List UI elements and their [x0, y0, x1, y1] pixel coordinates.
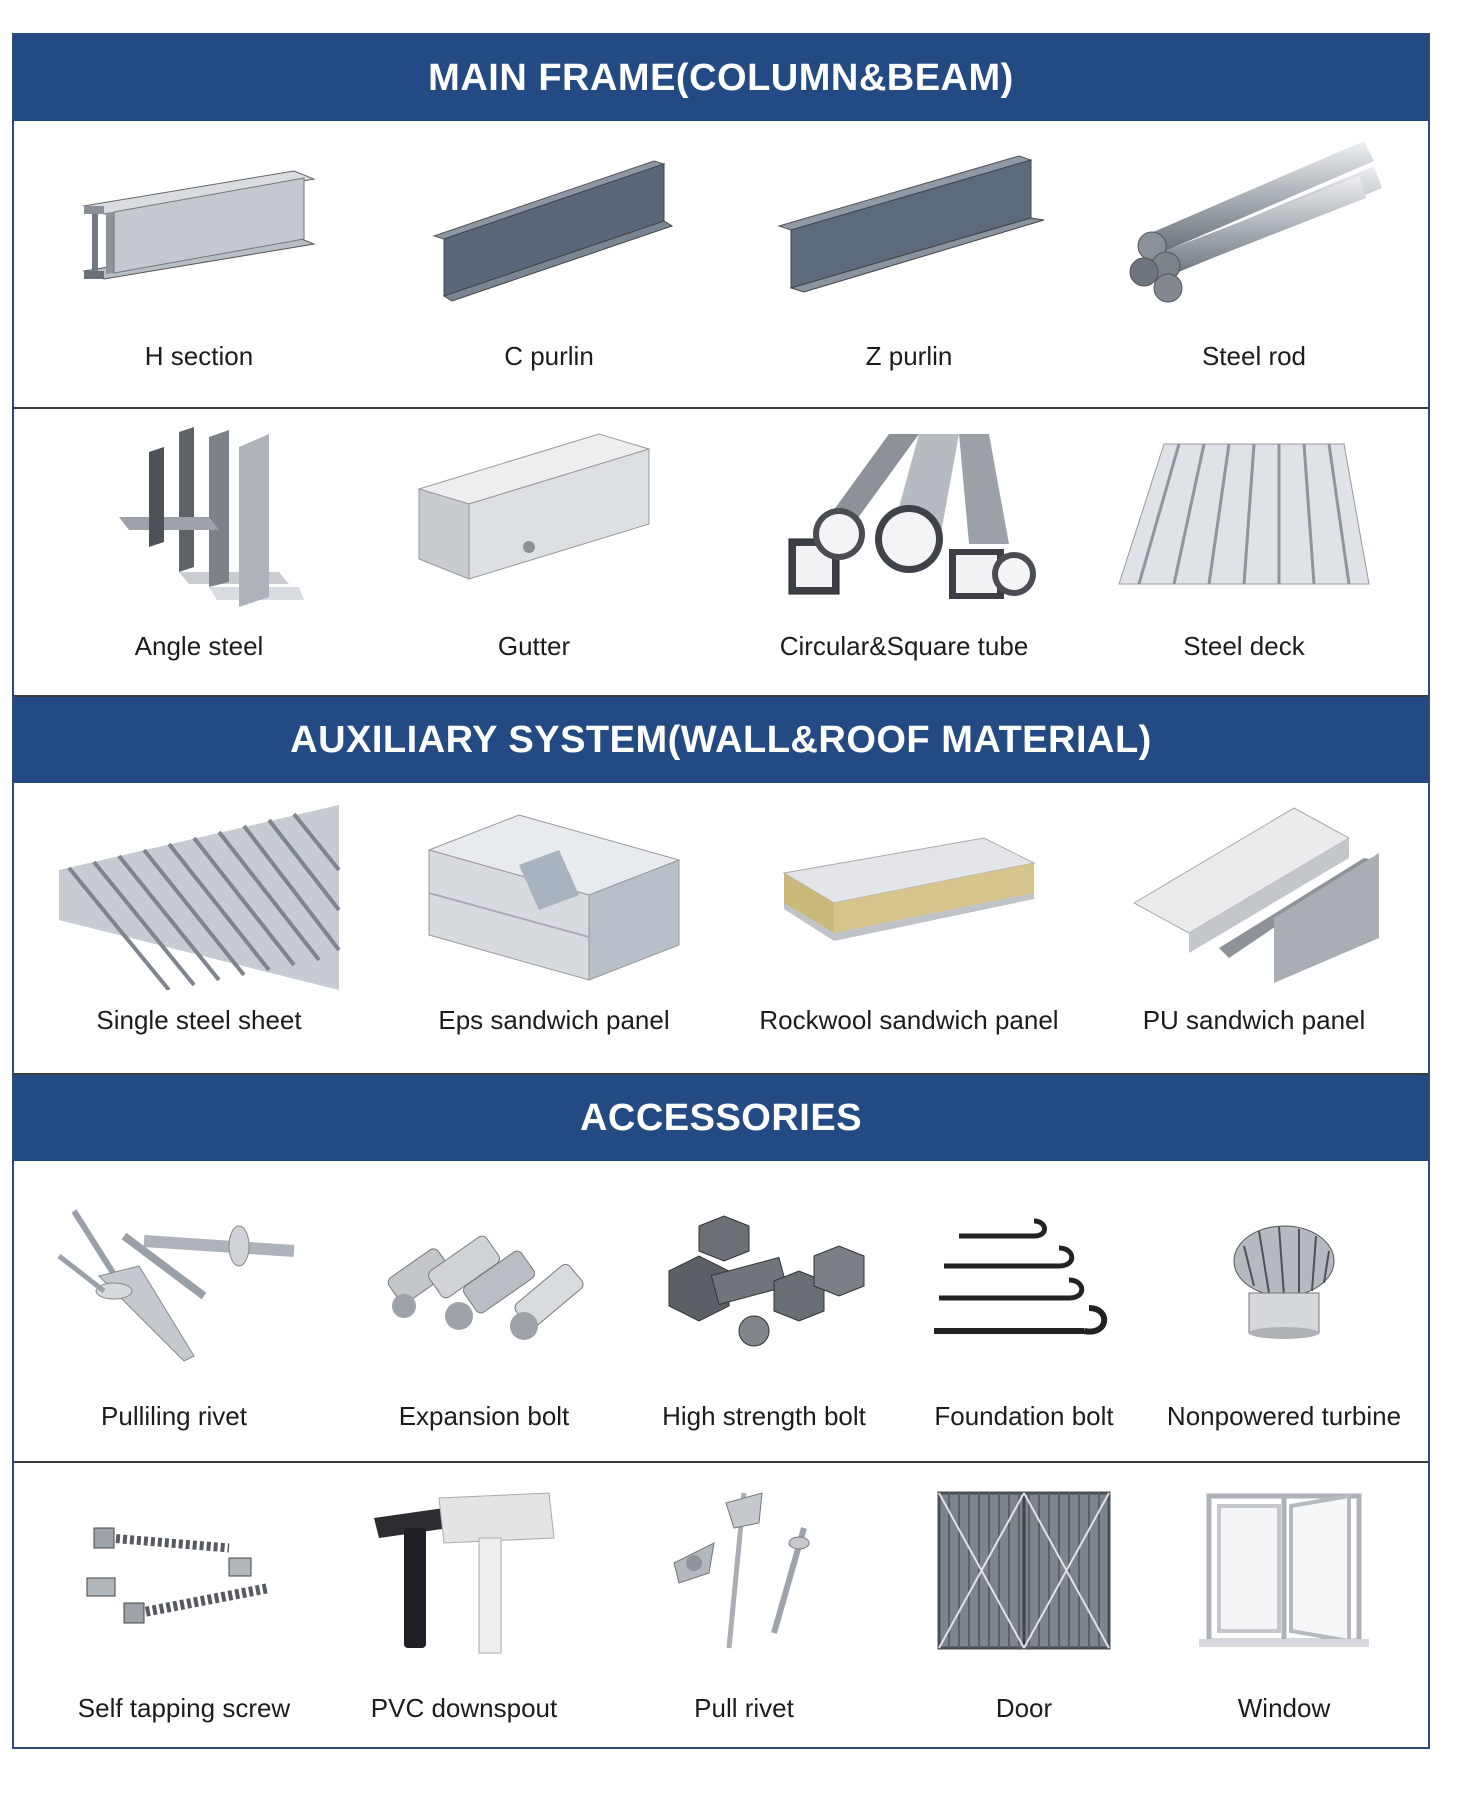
section-header-main-frame: MAIN FRAME(COLUMN&BEAM)	[14, 35, 1428, 121]
product-item: Self tapping screw	[34, 1463, 334, 1747]
product-item: Eps sandwich panel	[394, 783, 714, 1073]
product-item: Window	[1154, 1463, 1414, 1747]
product-item: Z purlin	[744, 121, 1074, 407]
accessories-row-1: Pulliling rivet Expansion bolt	[14, 1161, 1428, 1463]
steel-rod-icon	[1129, 141, 1382, 303]
product-label: Door	[995, 1693, 1053, 1723]
product-label: High strength bolt	[662, 1401, 866, 1431]
product-item: Door	[894, 1463, 1154, 1747]
product-label: Rockwool sandwich panel	[759, 1005, 1059, 1035]
window-icon	[1199, 1493, 1369, 1647]
h-section-icon	[82, 170, 316, 280]
section-header-accessories: ACCESSORIES	[14, 1075, 1428, 1161]
product-item: Gutter	[384, 409, 684, 695]
auxiliary-row: Single steel sheet Eps sandwich panel	[14, 783, 1428, 1075]
section-header-auxiliary: AUXILIARY SYSTEM(WALL&ROOF MATERIAL)	[14, 697, 1428, 783]
gutter-icon	[417, 433, 651, 580]
product-item: Pull rivet	[614, 1463, 874, 1747]
expansion-bolt-icon	[387, 1235, 584, 1340]
turbine-icon	[1233, 1225, 1335, 1339]
product-item: Foundation bolt	[894, 1161, 1154, 1461]
product-label: Self tapping screw	[77, 1693, 291, 1723]
product-label: Steel deck	[1183, 631, 1305, 661]
main-frame-row-1: H section C purlin Z purlin	[14, 121, 1428, 409]
tube-icon	[788, 434, 1036, 599]
door-icon	[937, 1491, 1111, 1650]
pull-rivet-icon	[673, 1492, 810, 1649]
rivet-icon	[57, 1209, 295, 1362]
product-label: Angle steel	[134, 631, 264, 661]
rockwool-panel-icon	[782, 837, 1036, 941]
downspout-icon	[374, 1492, 555, 1654]
product-catalog-sheet: MAIN FRAME(COLUMN&BEAM) H section	[12, 33, 1430, 1749]
product-label: Z purlin	[865, 341, 953, 371]
angle-steel-icon	[119, 427, 304, 607]
product-item: Pulliling rivet	[34, 1161, 314, 1461]
product-label: Expansion bolt	[398, 1401, 570, 1431]
product-label: Steel rod	[1201, 341, 1307, 371]
steel-sheet-icon	[59, 805, 341, 990]
main-frame-row-2: Angle steel Gutter	[14, 409, 1428, 697]
product-label: Circular&Square tube	[779, 631, 1029, 661]
product-label: H section	[144, 341, 254, 371]
z-purlin-icon	[777, 155, 1045, 293]
product-label: Nonpowered turbine	[1166, 1401, 1402, 1431]
product-item: Steel deck	[1074, 409, 1414, 695]
foundation-bolt-icon	[934, 1218, 1108, 1335]
product-item: Angle steel	[34, 409, 364, 695]
product-item: Nonpowered turbine	[1154, 1161, 1414, 1461]
product-item: PU sandwich panel	[1094, 783, 1414, 1073]
product-item: C purlin	[384, 121, 714, 407]
product-item: H section	[34, 121, 364, 407]
product-label: PU sandwich panel	[1142, 1005, 1366, 1035]
product-item: Circular&Square tube	[734, 409, 1074, 695]
product-label: Single steel sheet	[96, 1005, 302, 1035]
pu-panel-icon	[1132, 807, 1379, 983]
product-label: Window	[1237, 1693, 1331, 1723]
product-label: Pull rivet	[694, 1693, 794, 1723]
product-label: C purlin	[504, 341, 594, 371]
product-label: Pulliling rivet	[101, 1401, 247, 1431]
product-label: Eps sandwich panel	[438, 1005, 670, 1035]
product-item: PVC downspout	[344, 1463, 584, 1747]
product-item: Expansion bolt	[334, 1161, 634, 1461]
c-purlin-icon	[432, 160, 674, 302]
product-item: Steel rod	[1094, 121, 1414, 407]
screw-icon	[86, 1527, 270, 1624]
accessories-row-2: Self tapping screw PVC downspout	[14, 1463, 1428, 1747]
eps-panel-icon	[427, 814, 681, 981]
hex-bolt-icon	[668, 1215, 865, 1347]
product-label: Foundation bolt	[934, 1401, 1114, 1431]
steel-deck-icon	[1118, 443, 1370, 585]
product-item: Rockwool sandwich panel	[744, 783, 1074, 1073]
product-label: Gutter	[497, 631, 571, 661]
product-item: High strength bolt	[634, 1161, 894, 1461]
product-item: Single steel sheet	[34, 783, 364, 1073]
product-label: PVC downspout	[370, 1693, 558, 1723]
